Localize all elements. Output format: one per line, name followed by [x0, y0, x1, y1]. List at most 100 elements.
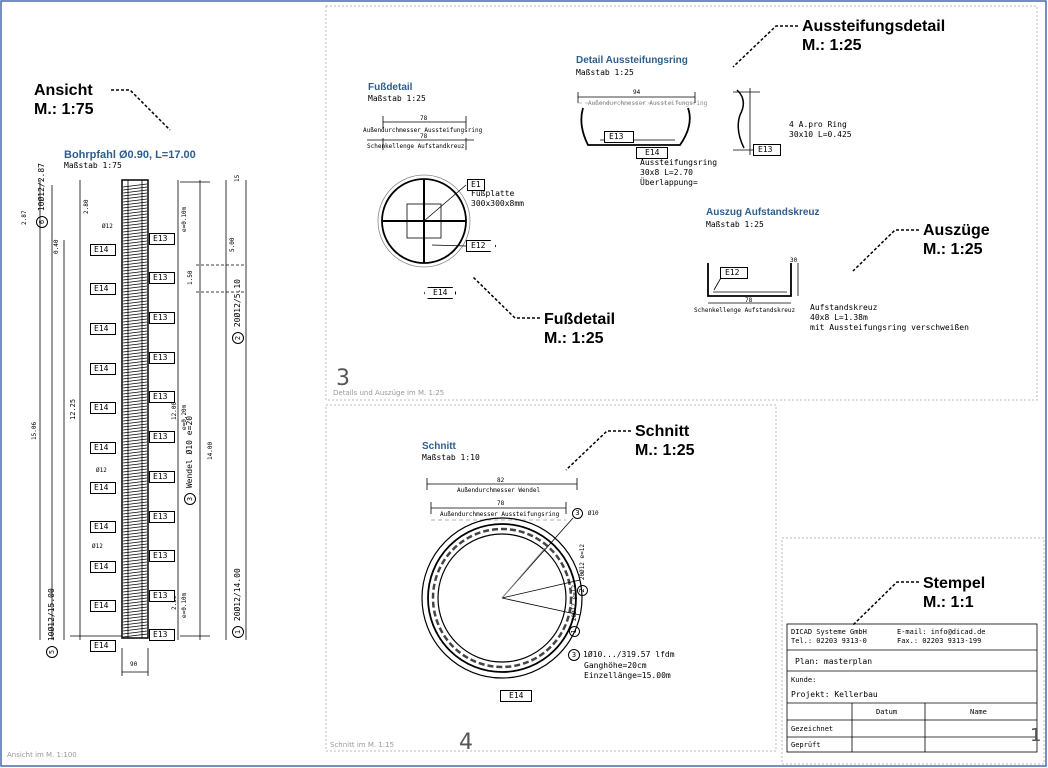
spiral-hatch-line — [122, 600, 148, 605]
schnitt-bar2: 20Ø12 e=12 — [579, 544, 586, 581]
spiral-hatch-line — [122, 384, 148, 389]
spiral-hatch-line — [122, 423, 148, 428]
spiral-hatch-line — [122, 225, 148, 230]
kreuz-tag-e12: E12 — [720, 267, 749, 279]
spiral-hatch-line — [122, 222, 148, 227]
spiral-hatch-line — [122, 258, 148, 263]
ring-desc-3: Überlappung= — [640, 178, 698, 187]
block-title-fussdetail: Fußdetail — [368, 82, 413, 93]
block-title-bohrpfahl: Bohrpfahl Ø0.90, L=17.00 — [64, 149, 196, 161]
callout-title: Fußdetail — [544, 311, 616, 328]
spiral-hatch-line — [122, 345, 148, 350]
spiral-hatch-line — [122, 504, 148, 509]
kreuz-height: 30 — [790, 257, 798, 264]
frame-label-ansicht: Ansicht im M. 1:100 — [7, 751, 77, 759]
spiral-hatch-line — [122, 396, 148, 401]
spiral-hatch-line — [122, 339, 148, 344]
spiral-hatch-line — [122, 309, 148, 314]
spiral-hatch-line — [122, 267, 148, 272]
spiral-hatch-line — [122, 570, 148, 575]
spiral-hatch-line — [122, 519, 148, 524]
kreuz-drawing — [707, 263, 799, 304]
spiral-hatch-line — [122, 333, 148, 338]
fuss-label-kreuz: Schenkellenge Aufstandkreuz — [367, 143, 465, 150]
stamp-geprueft: Geprüft — [791, 741, 821, 749]
callout-scale: M.: 1:1 — [923, 594, 974, 611]
spiral-hatch-line — [122, 510, 148, 515]
spiral-hatch-line — [122, 249, 148, 254]
kreuz-desc-3: mit Aussteifungsring verschweißen — [810, 323, 969, 332]
fuss-tag-e14: E14 — [424, 287, 457, 299]
ring-desc-2: 30x8 L=2.70 — [640, 168, 693, 177]
fuss-fussplatte-line2: 300x300x8mm — [471, 199, 524, 208]
spiral-hatch-line — [122, 576, 148, 581]
spiral-hatch-line — [122, 213, 148, 218]
spiral-hatch-line — [122, 507, 148, 512]
callout-aussteifungsdetail: Aussteifungsdetail M.: 1:25 — [802, 17, 945, 55]
ring-tag-e13: E13 — [604, 131, 635, 143]
spiral-hatch-line — [122, 459, 148, 464]
schnitt-tag-e14: E14 — [500, 690, 533, 702]
frame-label-details: Details und Auszüge im M. 1:25 — [333, 389, 445, 397]
spiral-hatch-line — [122, 552, 148, 557]
elev-tag-e14: E14 — [90, 402, 117, 414]
spiral-hatch-line — [122, 393, 148, 398]
spiral-hatch-line — [122, 369, 148, 374]
stamp-tel: Tel.: 02203 9313-0 — [791, 637, 867, 645]
spiral-hatch-line — [122, 408, 148, 413]
ansicht-width: 90 — [130, 661, 138, 668]
spiral-hatch-line — [122, 303, 148, 308]
fuss-label-outer: Außendurchmesser Aussteifungsring — [363, 127, 483, 134]
spiral-hatch-line — [122, 252, 148, 257]
schnitt-drawing — [421, 478, 583, 679]
spiral-hatch-line — [122, 192, 148, 197]
callout-title: Stempel — [923, 575, 986, 592]
spiral-hatch-line — [122, 534, 148, 539]
mark-text-1: 20Ø12/14.00 — [233, 568, 242, 622]
ring-side: 4 A.pro Ring 30x10 L=0.425 — [789, 120, 852, 140]
spiral-hatch-line — [122, 285, 148, 290]
spiral-hatch-line — [122, 615, 148, 620]
ansicht-dim-1225: 12.25 — [69, 398, 77, 420]
spiral-hatch-line — [122, 279, 148, 284]
stamp-company: DICAD Systeme GmbH — [791, 628, 867, 636]
spiral-hatch-line — [122, 624, 148, 629]
block-scale-schnitt: Maßstab 1:10 — [422, 453, 480, 462]
ring-dim: 94 — [633, 89, 641, 96]
spiral-hatch-line — [122, 351, 148, 356]
spiral-hatch-line — [122, 435, 148, 440]
spiral-hatch-line — [122, 564, 148, 569]
schnitt-spec-2: Ganghöhe=20cm — [584, 661, 647, 670]
spiral-hatch-line — [122, 366, 148, 371]
spiral-hatch-line — [122, 540, 148, 545]
spiral-hatch-line — [122, 588, 148, 593]
ansicht-small-d12c: Ø12 — [92, 543, 103, 550]
ansicht-mark-6: 6 10Ø12/2.87 — [36, 163, 48, 228]
spiral-hatch-line — [122, 315, 148, 320]
spiral-hatch-line — [122, 231, 148, 236]
elev-tag-e13: E13 — [149, 352, 176, 364]
spiral-hatch-line — [122, 444, 148, 449]
block-title-ring: Detail Aussteifungsring — [576, 55, 688, 66]
spiral-hatch-line — [122, 438, 148, 443]
block-title-kreuz: Auszug Aufstandskreuz — [706, 207, 820, 218]
spiral-hatch-line — [122, 411, 148, 416]
elev-tag-e14: E14 — [90, 442, 117, 454]
schnitt-spec-1-text: 1Ø10.../319.57 lfdm — [583, 650, 675, 659]
mark-text-5: 10Ø12/15.00 — [47, 588, 56, 642]
schnitt-label2: Außendurchmesser Aussteifungsring — [440, 511, 560, 518]
spiral-hatch-line — [122, 501, 148, 506]
mark-text-6: 10Ø12/2.87 — [37, 163, 46, 212]
spiral-hatch-line — [122, 630, 148, 635]
spiral-hatch-line — [122, 492, 148, 497]
spiral-hatch-line — [122, 618, 148, 623]
ansicht-dim-280: 2.80 — [83, 199, 90, 214]
spiral-hatch-line — [122, 573, 148, 578]
stamp-lines — [786, 623, 1038, 753]
spiral-hatch-line — [122, 318, 148, 323]
callout-title: Auszüge — [923, 222, 990, 239]
spiral-hatch-line — [122, 276, 148, 281]
spiral-hatch-line — [122, 414, 148, 419]
